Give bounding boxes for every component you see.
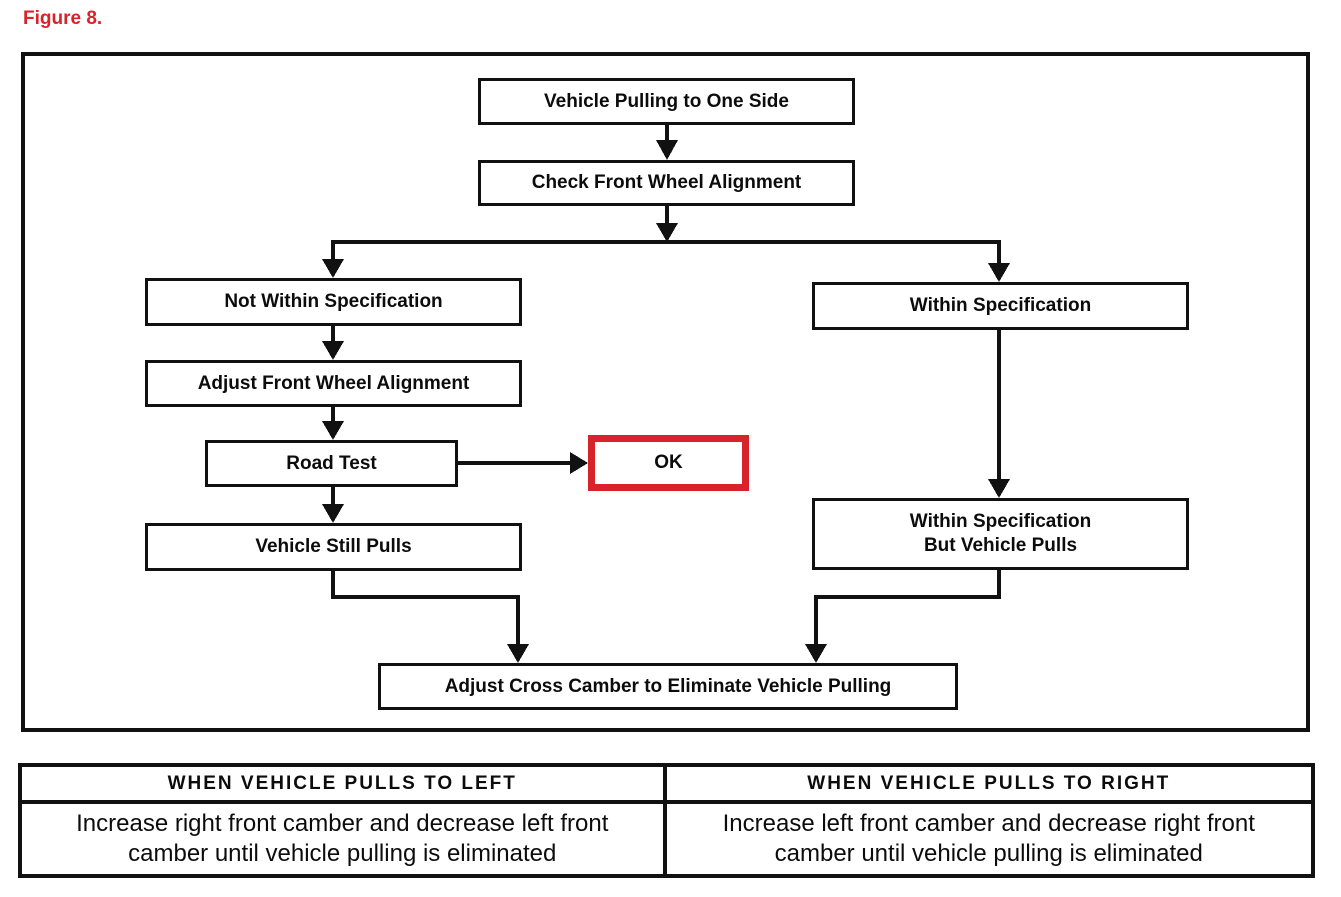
flowchart-node-vehicle-pulling: Vehicle Pulling to One Side [478, 78, 855, 125]
edge-within-spec-to-within-but-pulls [988, 330, 1010, 498]
table-cell-pulls-right-remedy: Increase left front camber and decrease … [722, 810, 1255, 867]
flowchart-connectors [21, 52, 1310, 732]
table-cell-pulls-left-remedy: Increase right front camber and decrease… [22, 804, 667, 874]
flowchart-node-adjust-cross-camber: Adjust Cross Camber to Eliminate Vehicle… [378, 663, 958, 710]
figure-label: Figure 8. [23, 8, 103, 29]
edge-road-test-to-still-pulls [322, 487, 344, 523]
edge-adjust-alignment-to-road-test [322, 407, 344, 440]
flowchart-border [21, 52, 1310, 732]
camber-adjustment-table: WHEN VEHICLE PULLS TO LEFT WHEN VEHICLE … [18, 763, 1315, 878]
table-header-pulls-left: WHEN VEHICLE PULLS TO LEFT [22, 767, 667, 804]
flowchart-node-road-test: Road Test [205, 440, 458, 487]
edge-check-to-branch [331, 206, 1001, 244]
edge-still-pulls-to-cross-camber [331, 571, 529, 663]
table-header-pulls-right: WHEN VEHICLE PULLS TO RIGHT [666, 767, 1311, 804]
flowchart-node-vehicle-still-pulls: Vehicle Still Pulls [145, 523, 522, 571]
flowchart-node-adjust-alignment: Adjust Front Wheel Alignment [145, 360, 522, 407]
edge-not-within-to-adjust-alignment [322, 326, 344, 360]
flowchart-node-within-spec-but-pulls: Within Specification But Vehicle Pulls [812, 498, 1189, 570]
flowchart-panel: Vehicle Pulling to One Side Check Front … [21, 52, 1310, 732]
flowchart-node-within-spec: Within Specification [812, 282, 1189, 330]
flowchart-node-not-within-spec: Not Within Specification [145, 278, 522, 326]
edge-branch-to-not-within-spec [322, 240, 344, 278]
flowchart-node-ok: OK [588, 435, 749, 491]
flowchart-node-check-alignment: Check Front Wheel Alignment [478, 160, 855, 206]
edge-vehicle-pulling-to-check [656, 125, 678, 160]
edge-within-but-pulls-to-cross-camber [805, 570, 1001, 663]
edge-branch-to-within-spec [988, 240, 1010, 282]
edge-road-test-to-ok [458, 452, 588, 474]
